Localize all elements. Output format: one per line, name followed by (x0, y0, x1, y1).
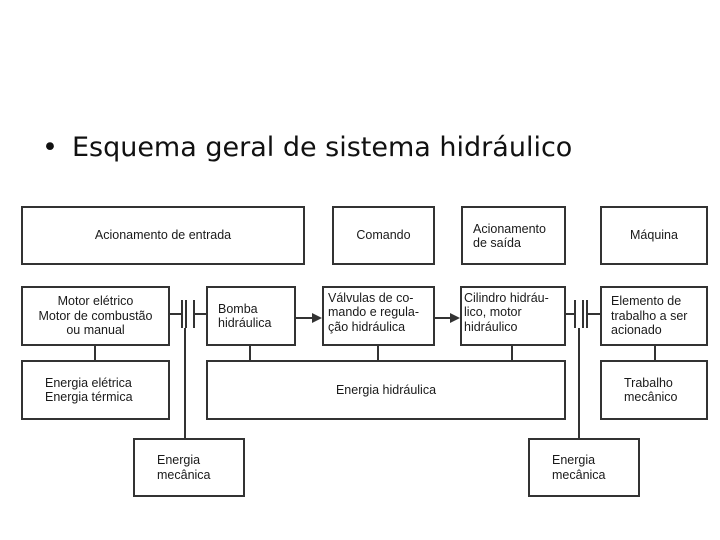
valves-label-line2: mando e regula- (328, 305, 420, 320)
command-label: Comando (356, 228, 411, 243)
mechanical-energy-right-line2: mecânica (552, 467, 606, 482)
machine-box: Máquina (600, 206, 708, 265)
mechanical-energy-left-box: Energia mecânica (133, 438, 245, 497)
mechanical-energy-right-line1: Energia (552, 453, 596, 468)
mechanical-energy-left-line1: Energia (157, 453, 201, 468)
motor-label-line3: ou manual (66, 323, 125, 338)
electric-energy-label: Energia elétrica (45, 375, 132, 390)
thermal-energy-label: Energia térmica (45, 390, 133, 404)
cylinder-label-line3: hidráulico (464, 319, 518, 334)
mechanical-work-label-line1: Trabalho (624, 375, 673, 390)
mechanical-energy-left-line2: mecânica (157, 467, 211, 482)
output-drive-label-line1: Acionamento (473, 222, 546, 236)
electric-thermal-energy-box: Energia elétrica Energia térmica (21, 360, 170, 420)
pump-label-line2: hidráulica (218, 316, 272, 330)
hydraulic-energy-box: Energia hidráulica (206, 360, 566, 420)
motor-label-line1: Motor elétrico (57, 294, 134, 309)
arrowhead-valves-cylinder (450, 313, 460, 323)
work-element-label-line1: Elemento de (611, 294, 682, 309)
input-drive-label: Acionamento de entrada (94, 228, 232, 243)
bullet-point: • (42, 132, 58, 163)
arrowhead-pump-valves (312, 313, 322, 323)
pump-label-line1: Bomba (218, 301, 258, 316)
work-element-label-line2: trabalho a ser (611, 308, 688, 323)
cylinder-label-line1: Cilindro hidráu- (464, 291, 549, 305)
valves-label-line3: ção hidráulica (328, 319, 406, 334)
valves-box: Válvulas de co- mando e regula- ção hidr… (322, 286, 435, 346)
input-drive-box: Acionamento de entrada (21, 206, 305, 265)
command-box: Comando (332, 206, 435, 265)
cylinder-label-line2: lico, motor (464, 305, 522, 320)
output-drive-box: Acionamento de saída (461, 206, 566, 265)
work-element-label-line3: acionado (611, 323, 662, 338)
valves-label-line1: Válvulas de co- (328, 291, 414, 305)
motor-box: Motor elétrico Motor de combustão ou man… (21, 286, 170, 346)
motor-label-line2: Motor de combustão (38, 308, 153, 323)
pump-box: Bomba hidráulica (206, 286, 296, 346)
work-element-box: Elemento de trabalho a ser acionado (600, 286, 708, 346)
hydraulic-energy-label: Energia hidráulica (335, 382, 437, 397)
output-drive-label-line2: de saída (473, 236, 521, 251)
machine-label: Máquina (630, 228, 678, 243)
cylinder-box: Cilindro hidráu- lico, motor hidráulico (460, 286, 566, 346)
slide-title: • Esquema geral de sistema hidráulico (42, 132, 572, 163)
mechanical-work-label-line2: mecânico (624, 390, 678, 404)
mechanical-energy-right-box: Energia mecânica (528, 438, 640, 497)
slide-title-text: Esquema geral de sistema hidráulico (71, 132, 573, 163)
mechanical-work-box: Trabalho mecânico (600, 360, 708, 420)
